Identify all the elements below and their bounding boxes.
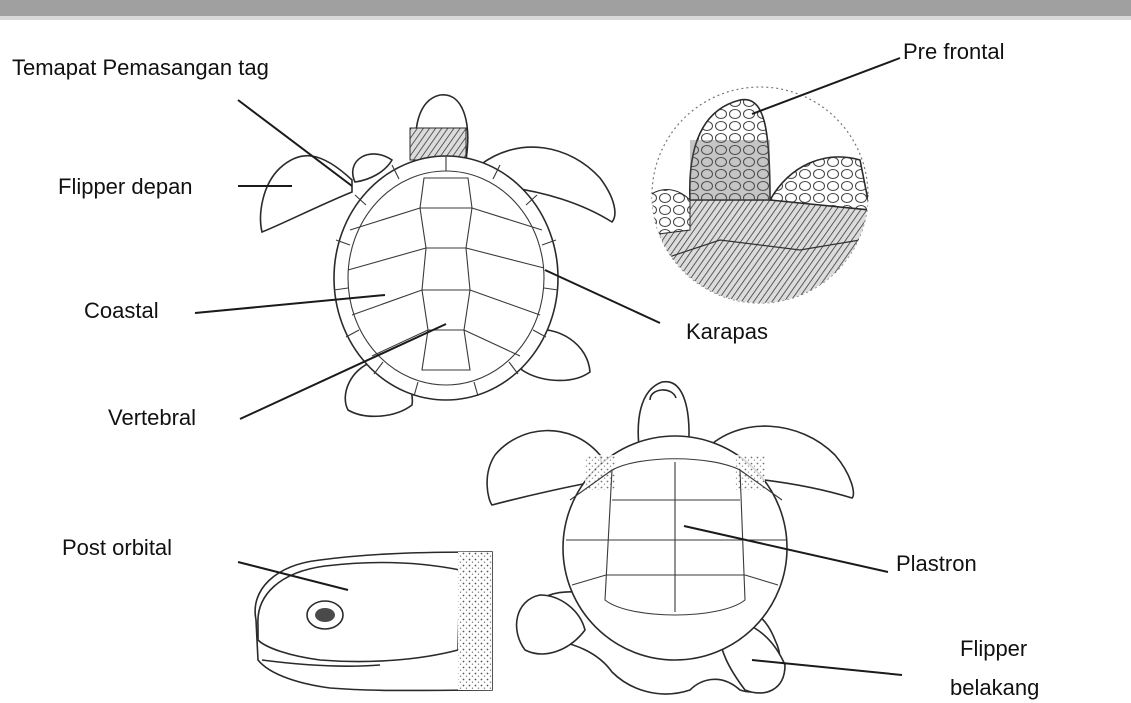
label-vertebral: Vertebral: [108, 404, 196, 432]
leader-pre-frontal: [752, 58, 900, 114]
label-costal: Coastal: [84, 297, 159, 325]
label-front-flipper: Flipper depan: [58, 173, 193, 201]
carapace-shell: [334, 156, 558, 400]
label-tag-site: Temapat Pemasangan tag: [12, 54, 269, 82]
header-band: [0, 0, 1131, 16]
leader-carapace: [545, 270, 660, 323]
carapace-turtle: [261, 95, 615, 417]
label-carapace: Karapas: [686, 318, 768, 346]
front-flipper-left: [261, 156, 352, 232]
head-profile: [255, 552, 492, 691]
label-rear-flipper-line1: Flipper: [960, 635, 1027, 663]
prefrontal-inset: [650, 87, 880, 310]
label-pre-frontal: Pre frontal: [903, 38, 1005, 66]
label-post-orbital: Post orbital: [62, 534, 172, 562]
label-rear-flipper-line2: belakang: [950, 674, 1039, 702]
plastron-turtle: [487, 382, 853, 694]
label-plastron: Plastron: [896, 550, 977, 578]
